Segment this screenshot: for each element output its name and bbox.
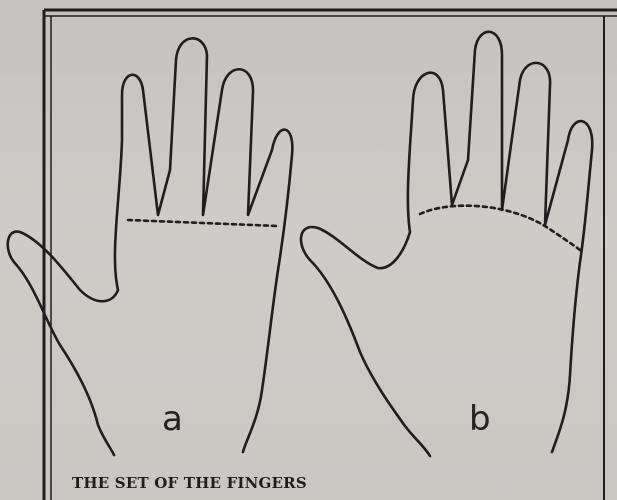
panel-label-a: a	[162, 402, 183, 436]
hand-a-finger-base-dotted-line	[128, 220, 278, 226]
hand-b-finger-base-dotted-line	[420, 206, 580, 250]
hand-b-outline	[301, 32, 592, 456]
hand-b-drawing	[301, 32, 592, 456]
figure-border	[44, 10, 617, 500]
panel-label-b: b	[469, 402, 491, 436]
figure-caption: THE SET OF THE FINGERS	[72, 474, 307, 492]
